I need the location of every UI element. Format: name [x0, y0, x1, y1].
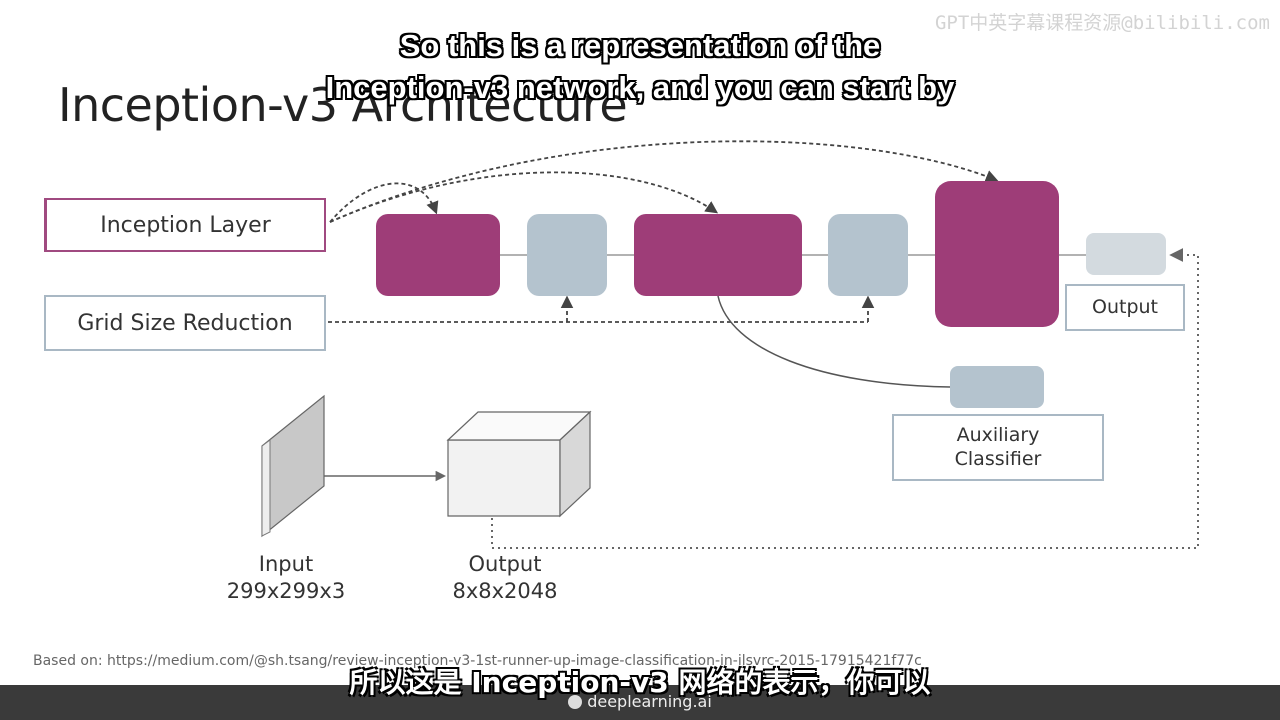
legend-inception-layer: Inception Layer	[44, 198, 326, 252]
input-caption-title: Input	[258, 552, 314, 576]
auxiliary-branch	[717, 295, 951, 388]
auxiliary-label-line2: Classifier	[954, 447, 1042, 470]
source-note: Based on: https://medium.com/@sh.tsang/r…	[33, 653, 922, 669]
watermark: GPT中英字幕课程资源@bilibili.com	[934, 12, 1270, 34]
legend-grid-size-reduction: Grid Size Reduction	[44, 295, 326, 351]
brand: deeplearning.ai	[0, 692, 1280, 711]
input-caption: Input 299x299x3	[206, 551, 366, 606]
input-caption-shape: 299x299x3	[226, 579, 346, 604]
legend-grid-label: Grid Size Reduction	[77, 310, 293, 336]
slide-title: Inception-v3 Architecture	[58, 78, 628, 132]
output-caption-title: Output	[468, 552, 542, 576]
inception-arc-3	[329, 140, 999, 223]
output-cube-icon	[446, 410, 592, 518]
inception-block-1	[376, 214, 500, 296]
deeplearning-logo-icon	[568, 695, 583, 709]
reduction-block-1	[527, 214, 607, 296]
output-label: Output	[1092, 295, 1158, 318]
bottom-bar	[0, 685, 1280, 720]
output-label-box: Output	[1065, 284, 1185, 331]
slide: Inception-v3 Architecture Inception Laye…	[33, 78, 1199, 669]
brand-label: deeplearning.ai	[587, 692, 712, 711]
inception-block-3	[935, 181, 1059, 327]
input-slab-icon	[261, 394, 325, 538]
subtitle-english-line1: So this is a representation of the	[399, 28, 881, 63]
subtitle-chinese: 所以这是 Inception-v3 网络的表示，你可以	[349, 666, 931, 699]
output-caption-shape: 8x8x2048	[452, 579, 558, 604]
inception-block-2	[634, 214, 802, 296]
output-caption: Output 8x8x2048	[425, 551, 585, 606]
auxiliary-label-line1: Auxiliary	[956, 423, 1040, 446]
subtitle-english-line2: Inception-v3 network, and you can start …	[325, 70, 955, 105]
output-layer-block	[1086, 233, 1166, 275]
reduction-block-2	[828, 214, 908, 296]
architecture-connectors	[261, 140, 1199, 549]
feedback-dotted-path	[491, 248, 1199, 549]
legend-inception-label: Inception Layer	[100, 212, 271, 238]
auxiliary-layer-block	[950, 366, 1044, 408]
auxiliary-classifier-box: Auxiliary Classifier	[892, 414, 1104, 481]
